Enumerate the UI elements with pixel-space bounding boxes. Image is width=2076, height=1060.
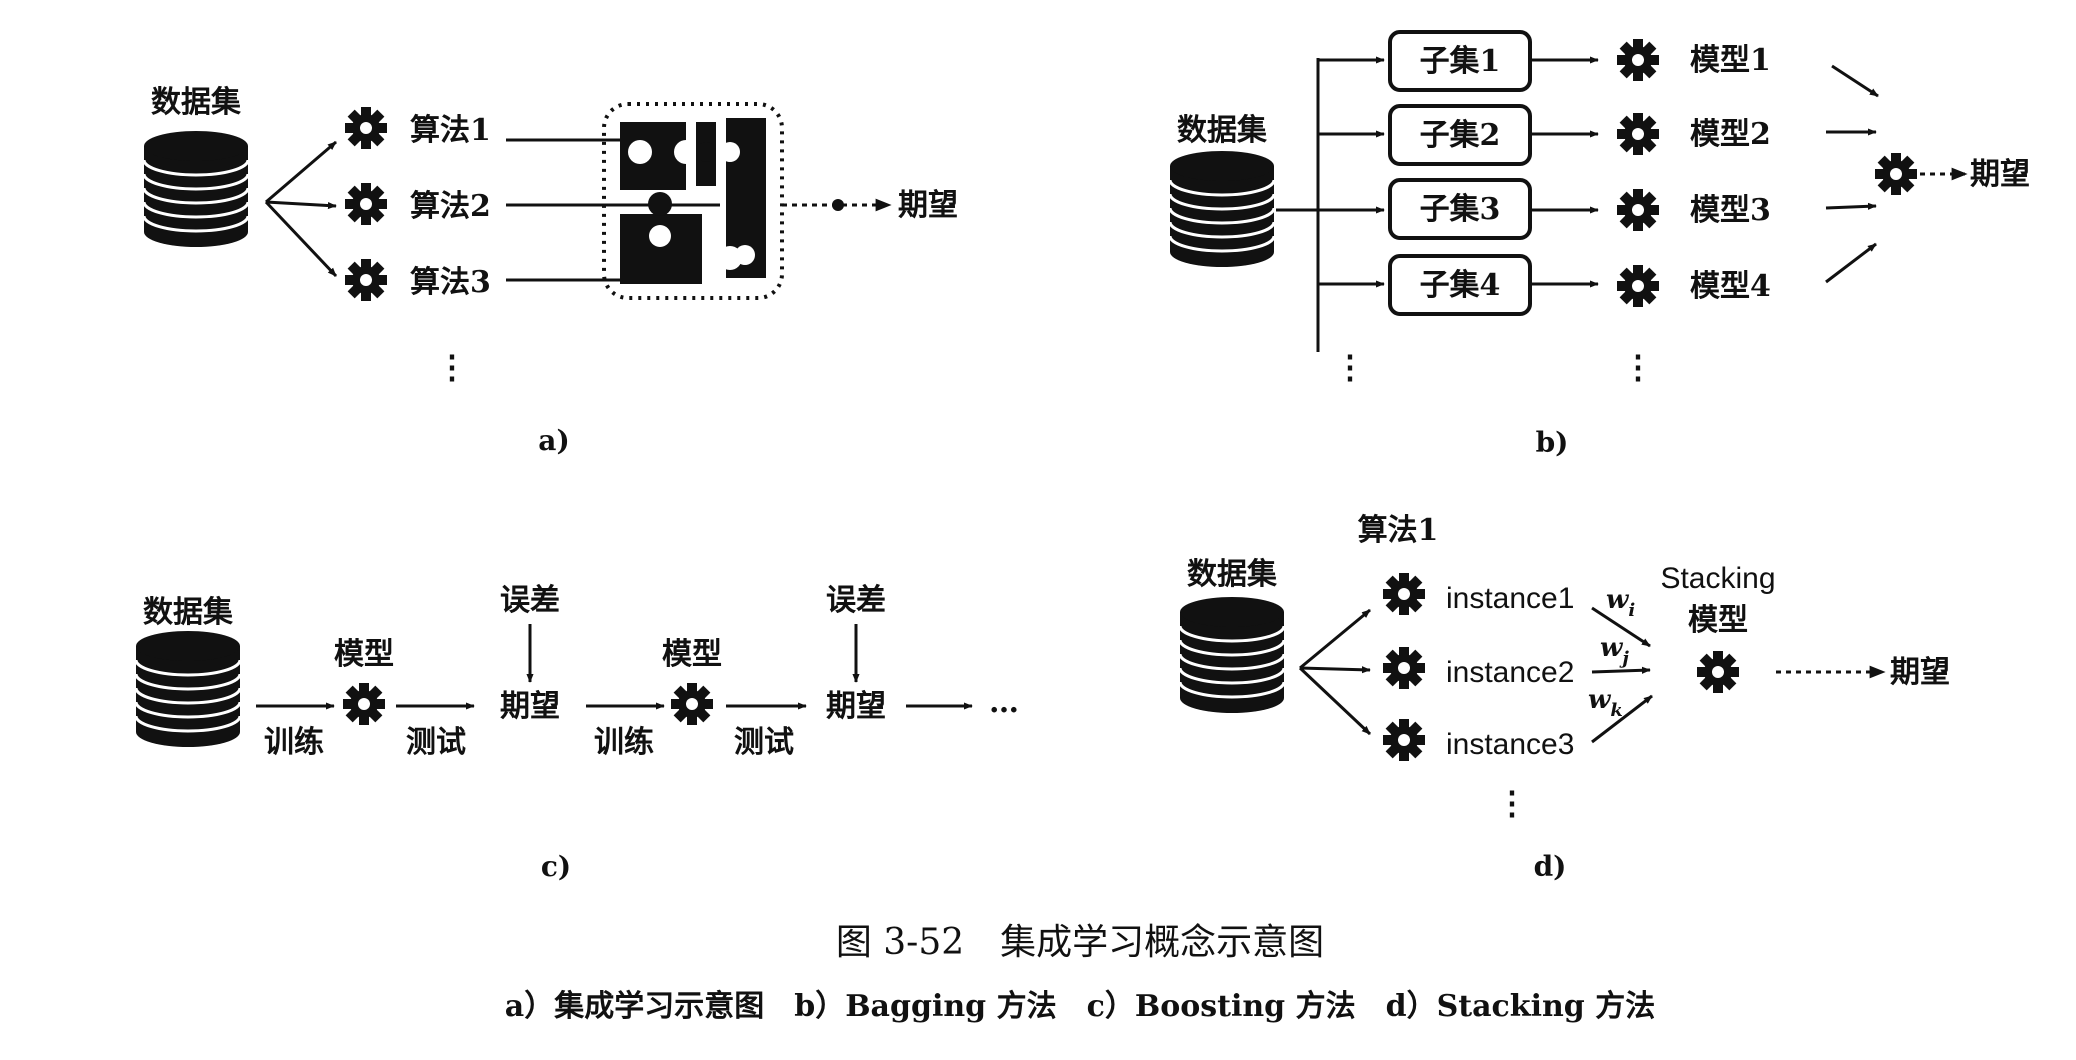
gear-icon	[1617, 265, 1659, 307]
model-2-label: 模型2	[1690, 117, 1771, 152]
output-label: 期望	[898, 188, 958, 223]
error-label: 误差	[500, 583, 560, 618]
expect-label: 期望	[826, 689, 886, 724]
stacking-label: Stacking	[1660, 562, 1775, 595]
database-icon	[1168, 149, 1276, 269]
subset-3-label: 子集3	[1420, 192, 1501, 227]
database-icon	[134, 629, 242, 749]
ellipsis: …	[989, 685, 1019, 720]
panel-b: 数据集 子集1 子集2 子集3 子集4 模型1 模型2	[1168, 30, 2030, 459]
stacking-model-label: 模型	[1688, 603, 1748, 638]
dataset-label: 数据集	[1187, 557, 1278, 592]
algorithm-2-label: 算法2	[410, 189, 491, 224]
subset-1-label: 子集1	[1420, 44, 1501, 79]
gear-icon	[1697, 651, 1739, 693]
panel-b-label: b)	[1536, 426, 1569, 459]
instance-1-label: instance1	[1446, 582, 1574, 615]
panel-a-label: a)	[538, 424, 569, 457]
more-dots: ⋮	[1496, 784, 1528, 822]
train-label: 训练	[594, 725, 654, 760]
weight-k-label: wk	[1588, 685, 1623, 721]
train-label: 训练	[264, 725, 324, 760]
more-dots: ⋮	[1334, 348, 1366, 386]
output-label: 期望	[1890, 655, 1950, 690]
gear-icon	[345, 107, 387, 149]
subset-4-label: 子集4	[1420, 268, 1501, 303]
gear-icon	[1617, 113, 1659, 155]
weight-i-label: wi	[1606, 585, 1635, 621]
gear-icon	[1875, 153, 1917, 195]
gear-icon	[1617, 39, 1659, 81]
gear-icon	[343, 683, 385, 725]
panel-d-label: d)	[1534, 850, 1567, 883]
gear-icon	[671, 683, 713, 725]
weight-j-label: wj	[1600, 633, 1629, 669]
panel-c-label: c)	[541, 850, 571, 883]
algorithm-3-label: 算法3	[410, 265, 491, 300]
more-dots: ⋮	[436, 348, 468, 386]
model-label: 模型	[334, 637, 394, 672]
model-1-label: 模型1	[1690, 43, 1771, 78]
instance-3-label: instance3	[1446, 728, 1574, 761]
gear-icon	[345, 183, 387, 225]
gear-icon	[1383, 573, 1425, 615]
algorithm-1-label: 算法1	[410, 113, 491, 148]
model-3-label: 模型3	[1690, 193, 1771, 228]
test-label: 测试	[406, 725, 466, 760]
dataset-label: 数据集	[143, 595, 234, 630]
expect-label: 期望	[500, 689, 560, 724]
more-dots: ⋮	[1622, 348, 1654, 386]
error-label: 误差	[826, 583, 886, 618]
gear-icon	[345, 259, 387, 301]
test-label: 测试	[734, 725, 794, 760]
dataset-label: 数据集	[151, 85, 242, 120]
algorithm-label: 算法1	[1358, 513, 1439, 548]
model-4-label: 模型4	[1690, 269, 1771, 304]
panel-d: 数据集 算法1 instance1 instance2 instance3 ⋮ …	[1178, 513, 1950, 883]
puzzle-icon	[620, 118, 766, 284]
figure-title: 图 3-52 集成学习概念示意图	[836, 922, 1324, 963]
model-label: 模型	[662, 637, 722, 672]
panel-a: 数据集 算法1 算法2 算法3 ⋮	[142, 85, 958, 457]
gear-icon	[1617, 189, 1659, 231]
subset-2-label: 子集2	[1420, 118, 1501, 153]
panel-c: 数据集 训练 模型 测试 误差 期望 训练 模型 测试 误差 期望 … c)	[134, 583, 1019, 883]
instance-2-label: instance2	[1446, 656, 1574, 689]
dataset-label: 数据集	[1177, 113, 1268, 148]
gear-icon	[1383, 647, 1425, 689]
puzzle-frame	[602, 102, 784, 300]
output-label: 期望	[1970, 157, 2030, 192]
database-icon	[1178, 595, 1286, 715]
figure-subtitle: a）集成学习示意图 b）Bagging 方法 c）Boosting 方法 d）S…	[505, 989, 1655, 1024]
database-icon	[142, 129, 250, 249]
gear-icon	[1383, 719, 1425, 761]
